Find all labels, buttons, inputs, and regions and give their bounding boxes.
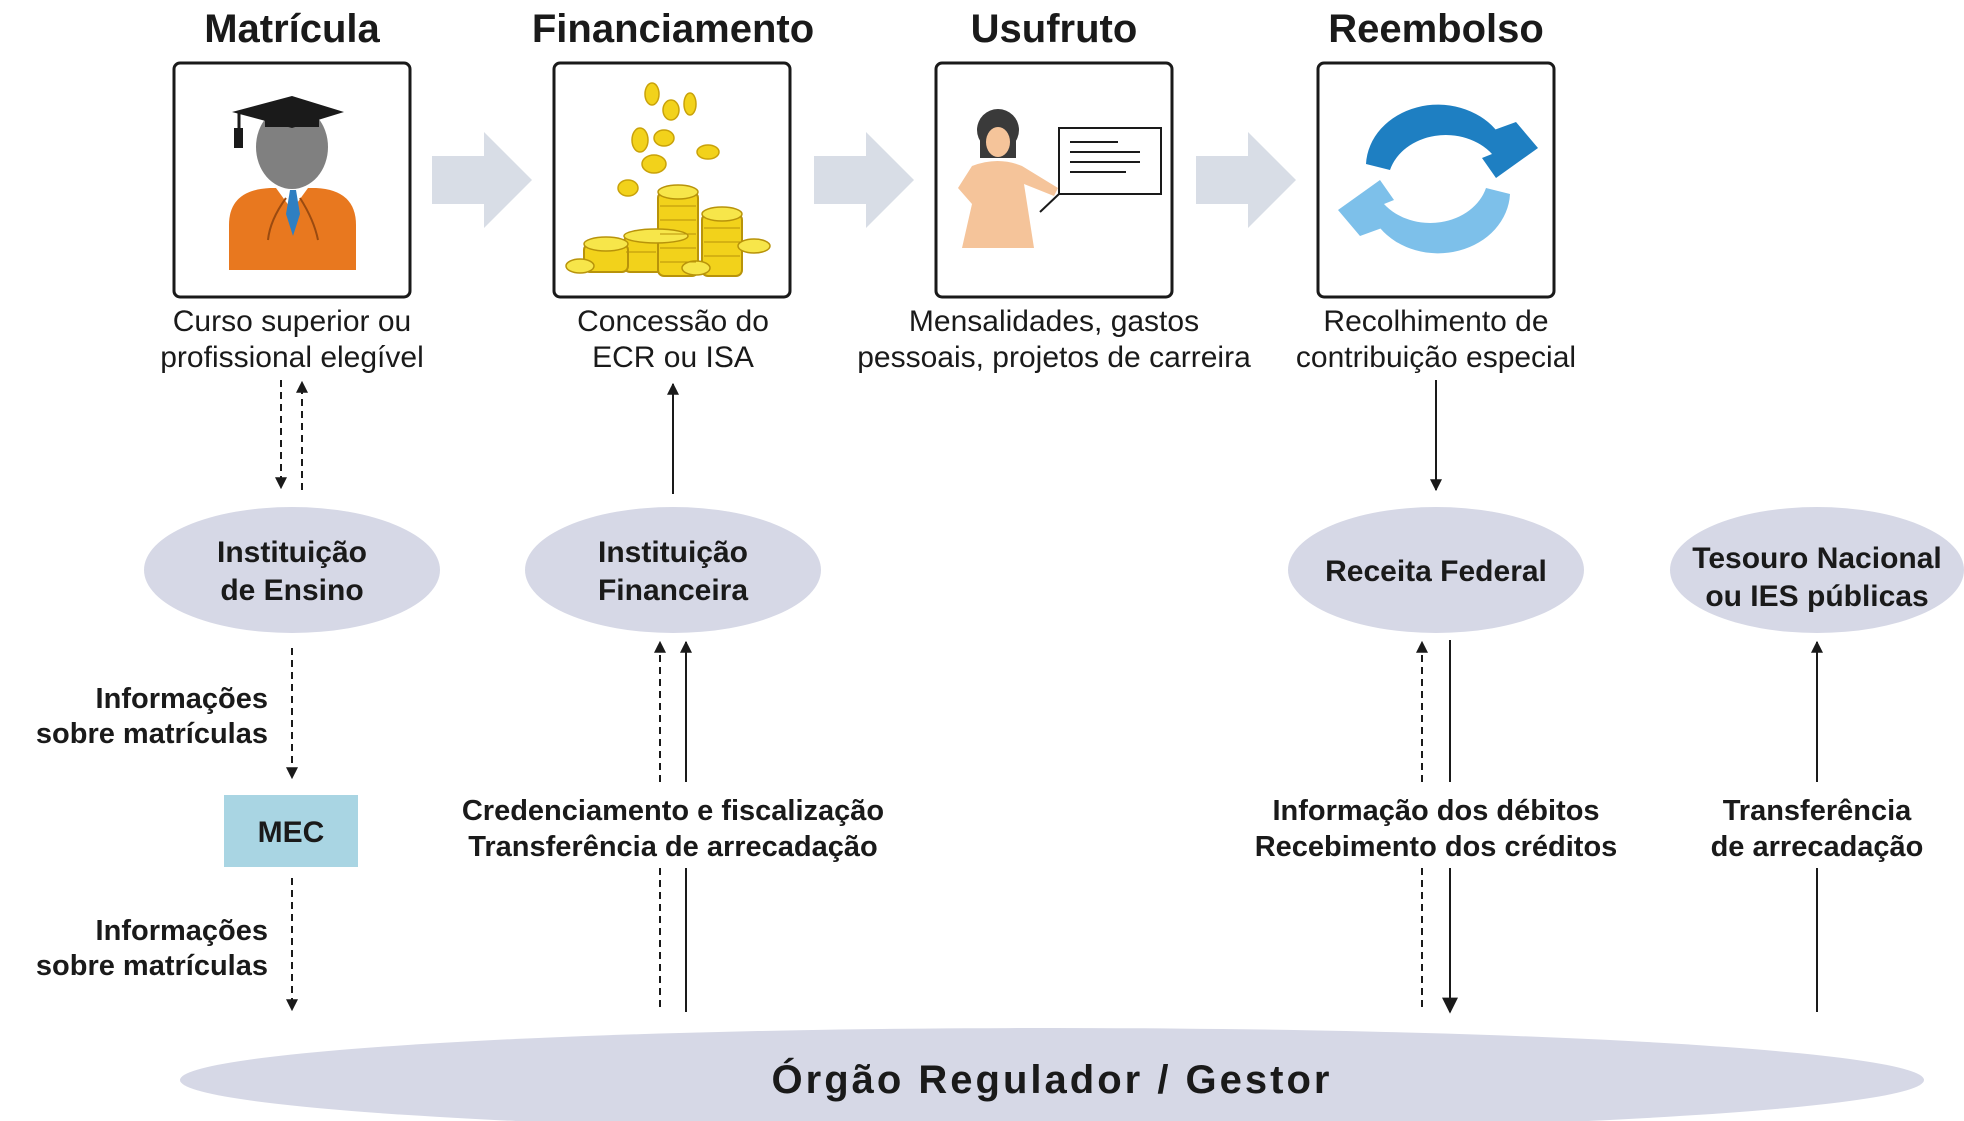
mec-box: MEC: [224, 795, 358, 867]
entity-instituicao-financeira: Instituição Financeira: [525, 507, 821, 633]
coins-icon: [565, 82, 771, 277]
stage-card-reembolso: [1316, 61, 1556, 299]
stage-desc-matricula-line2: profissional elegível: [160, 341, 423, 374]
process-arrow-2: [814, 132, 914, 228]
stage-desc-usufruto-line1: Mensalidades, gastos: [909, 305, 1199, 338]
label-tesouro-line1: Transferência: [1723, 795, 1912, 827]
label-info-matriculas-2-line1: Informações: [96, 915, 268, 947]
label-info-matriculas-1-line2: sobre matrículas: [36, 718, 268, 750]
stage-desc-financiamento-line2: ECR ou ISA: [592, 341, 754, 374]
label-info-matriculas-1-line1: Informações: [96, 683, 268, 715]
process-arrow-1: [432, 132, 532, 228]
graduate-icon: [229, 96, 356, 270]
stage-title-financiamento: Financiamento: [532, 7, 814, 51]
regulator-label: Órgão Regulador / Gestor: [772, 1056, 1333, 1102]
label-receita-line1: Informação dos débitos: [1272, 795, 1599, 827]
stage-desc-financiamento-line1: Concessão do: [577, 305, 769, 338]
entity-receita-federal: Receita Federal: [1288, 507, 1584, 633]
stage-title-usufruto: Usufruto: [971, 7, 1138, 51]
stage-card-usufruto: [934, 61, 1174, 299]
stage-card-matricula: [172, 61, 412, 299]
entity-tesouro-nacional: Tesouro Nacional ou IES públicas: [1670, 507, 1964, 633]
label-receita-line2: Recebimento dos créditos: [1255, 831, 1618, 863]
process-arrow-3: [1196, 132, 1296, 228]
entity-financeira-line1: Instituição: [598, 536, 748, 569]
label-tesouro-line2: de arrecadação: [1711, 831, 1924, 863]
label-financeira-line2: Transferência de arrecadação: [468, 831, 877, 863]
entity-instituicao-ensino: Instituição de Ensino: [144, 507, 440, 633]
stage-desc-matricula-line1: Curso superior ou: [173, 305, 411, 338]
teacher-board-icon: [958, 109, 1162, 248]
entity-ensino-line1: Instituição: [217, 536, 367, 569]
stage-desc-reembolso-line1: Recolhimento de: [1323, 305, 1548, 338]
stage-desc-usufruto-line2: pessoais, projetos de carreira: [857, 341, 1251, 374]
stage-desc-reembolso-line2: contribuição especial: [1296, 341, 1576, 374]
refresh-cycle-icon: [1338, 104, 1538, 254]
entity-receita-line1: Receita Federal: [1325, 555, 1547, 588]
stage-card-financiamento: [552, 61, 792, 299]
stage-title-reembolso: Reembolso: [1328, 7, 1544, 51]
regulator-ellipse: Órgão Regulador / Gestor: [180, 1028, 1924, 1121]
entity-financeira-line2: Financeira: [598, 574, 748, 607]
entity-ensino-line2: de Ensino: [220, 574, 363, 607]
entity-tesouro-line1: Tesouro Nacional: [1692, 542, 1942, 575]
entity-tesouro-line2: ou IES públicas: [1705, 580, 1928, 613]
stage-title-matricula: Matrícula: [204, 7, 380, 51]
label-info-matriculas-2-line2: sobre matrículas: [36, 950, 268, 982]
label-financeira-line1: Credenciamento e fiscalização: [462, 795, 884, 827]
mec-label: MEC: [258, 816, 325, 849]
